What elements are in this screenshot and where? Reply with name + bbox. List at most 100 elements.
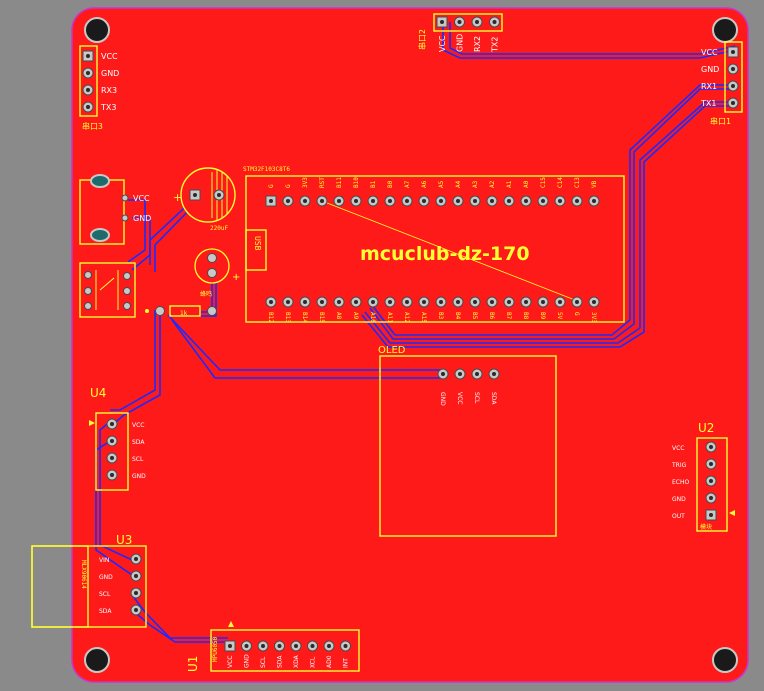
mounting-holes [84, 17, 738, 673]
pin-label: A3 [472, 180, 479, 188]
cap-value: 220uF [210, 225, 228, 232]
pcb-board [71, 7, 749, 683]
silk-line [321, 200, 581, 303]
pin-label: 3V3 [590, 312, 597, 323]
pin-label: A15 [420, 312, 427, 323]
pin-label: B6 [488, 312, 495, 320]
pin-label: VCC [132, 422, 144, 429]
pin-label: SDA [277, 655, 284, 668]
pin-label: B7 [505, 312, 512, 320]
pin-label: A12 [403, 312, 410, 323]
pin-label: A11 [386, 312, 393, 323]
svg-text:+: + [232, 272, 240, 283]
pin-label: SCL [473, 392, 480, 404]
pin-label: OUT [672, 513, 685, 520]
pin-label: B10 [353, 177, 360, 188]
power-vcc-label: VCC [133, 194, 150, 203]
pin-label: XCL [310, 656, 317, 668]
pin-label: G [268, 184, 275, 188]
mounting-hole-icon [84, 647, 110, 673]
pin-label: B1 [370, 180, 377, 188]
pin-label: INT [343, 658, 350, 668]
buzzer-label: 蜂鸣 [200, 290, 212, 298]
mcu-header-label: STM32F103C8T6 [243, 166, 290, 173]
pin-label: B0 [387, 180, 394, 188]
pin-label: RX3 [101, 86, 117, 95]
pin-label: B11 [336, 177, 343, 188]
capacitor: + 220uF [173, 167, 236, 232]
pin-label: B14 [301, 312, 308, 323]
pin-label: A10 [369, 312, 376, 323]
pin-label: TX3 [100, 103, 116, 112]
u3-side-text: MLX90614 [80, 560, 87, 589]
pin-label: A9 [352, 312, 359, 320]
pin-label: B15 [318, 312, 325, 323]
pin-label: B13 [284, 312, 291, 323]
pin-label: G [573, 312, 580, 316]
pin-label: SCL [132, 456, 144, 463]
top-header-name: 串口2 [418, 29, 427, 50]
u2-bottom-text: 模块 [700, 523, 712, 531]
pin-label: VCC [227, 656, 234, 668]
mounting-hole-icon [712, 17, 738, 43]
pin-label: A1 [506, 180, 513, 188]
pin-label: TX1 [700, 99, 716, 108]
pin-label: 5V [556, 312, 563, 320]
pin-label: A5 [438, 180, 445, 188]
pin-label: GND [439, 392, 446, 406]
switch [79, 262, 136, 318]
svg-text:+: + [173, 191, 182, 204]
pin-label: TX2 [491, 37, 500, 53]
pin-label: VB [591, 180, 598, 188]
pin-label: B5 [471, 312, 478, 320]
pin-label: RST [319, 177, 326, 188]
left-header-name: 串口3 [82, 122, 103, 131]
pin-label: VCC [456, 392, 463, 404]
pin-label: ECHO [672, 479, 689, 486]
pin-label: VCC [701, 48, 718, 57]
power-gnd-label: GND [133, 214, 151, 223]
pin-label: SCL [99, 591, 111, 598]
resistor-value: 1k [180, 310, 188, 317]
u1-side-text: MPU6050 [212, 636, 219, 662]
pin-label: GND [456, 34, 465, 52]
pin-label: GND [701, 65, 719, 74]
board-title: mcuclub-dz-170 [360, 243, 530, 265]
mounting-hole-icon [84, 17, 110, 43]
pin-label: B9 [539, 312, 546, 320]
pin-label: A8 [335, 312, 342, 320]
pin-label: A0 [523, 180, 530, 188]
pin-label: C14 [557, 177, 564, 188]
pin-label: 3V3 [302, 177, 309, 188]
buzzer: + 蜂鸣 [194, 248, 240, 298]
pin-label: VCC [101, 52, 118, 61]
pin-label: VCC [672, 445, 684, 452]
pin-label: VCC [438, 35, 447, 52]
pin-label: A6 [421, 180, 428, 188]
traces [95, 22, 736, 643]
pin-label: GND [132, 473, 146, 480]
pin-label: XDA [293, 654, 300, 668]
pin-label: GND [672, 496, 686, 503]
pin-label: B8 [522, 312, 529, 320]
u3-label: U3 [116, 533, 132, 547]
top-header: 串口2 VCC GND RX2 TX2 [418, 13, 503, 53]
pin-label: TRIG [671, 462, 687, 469]
pin-label: VIN [99, 557, 109, 564]
pin-label: SDA [490, 392, 497, 405]
pin-label: B3 [437, 312, 444, 320]
right-header-name: 串口1 [710, 117, 731, 126]
power-connector: VCC GND [79, 174, 151, 245]
pin-label: RX2 [473, 36, 482, 52]
u1-label: U1 [186, 656, 200, 672]
oled-label: OLED [378, 345, 406, 356]
u4-label: U4 [90, 386, 106, 400]
